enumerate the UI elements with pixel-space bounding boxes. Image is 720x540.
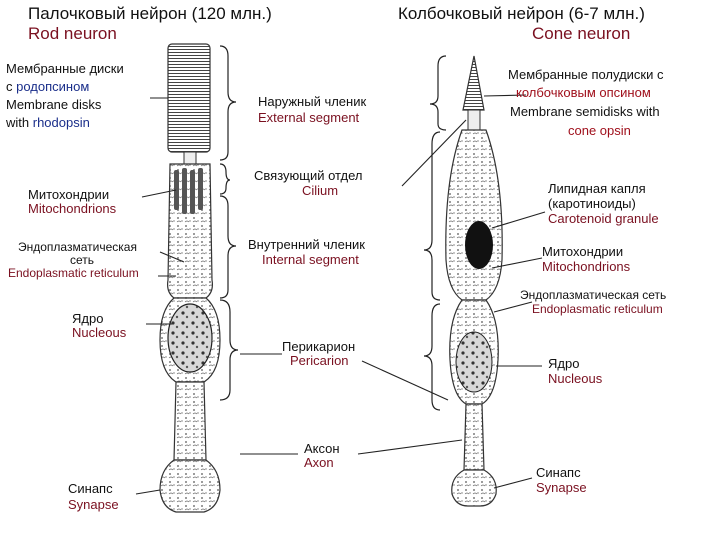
cone-er-label-en: Endoplasmatic reticulum (532, 302, 663, 316)
cone-carotenoid-granule (465, 221, 493, 269)
cone-nucleus-label-en: Nucleous (548, 371, 603, 386)
rod-mito-label-en: Mitochondrions (28, 201, 117, 216)
cone-semidisks-label-en-2: cone opsin (568, 123, 631, 138)
cone-title-ru: Колбочковый нейрон (398, 4, 564, 23)
center-brackets (219, 45, 447, 411)
rod-disks-en-rhodopsin: rhodopsin (32, 115, 90, 130)
cone-lipid-label-ru-2: (каротиноиды) (548, 196, 636, 211)
rod-nucleus-label-en: Nucleous (72, 325, 127, 340)
rod-synapse-label-ru: Синапс (68, 481, 113, 496)
cone-lipid-label-en: Carotenoid granule (548, 211, 659, 226)
cone-synapse (451, 469, 497, 507)
cone-mito-label-ru: Митохондрии (542, 244, 624, 259)
cone-er-label-ru: Эндоплазматическая сеть (520, 288, 667, 302)
cone-semidisks-label-en-1: Membrane semidisks with (510, 104, 660, 119)
rod-outer-segment (167, 43, 211, 153)
cone-count: (6-7 млн.) (568, 4, 645, 23)
rod-er-label-en: Endoplasmatic reticulum (8, 266, 139, 280)
rod-er-label-ru-2: сеть (70, 253, 95, 267)
rod-axon (173, 381, 207, 461)
rod-title-en: Rod neuron (28, 24, 117, 43)
inner-segment-label-en: Internal segment (262, 252, 359, 267)
rod-disks-en-prefix: with (6, 115, 33, 130)
rod-nucleus-label-ru: Ядро (72, 311, 104, 326)
rod-nucleus (167, 303, 213, 373)
rod-title: Палочковый нейрон (120 млн.) (28, 4, 272, 24)
axon-label-en: Axon (304, 455, 334, 470)
rod-mito-label-ru: Митохондрии (28, 187, 110, 202)
cone-axon (463, 403, 485, 471)
rod-title-ru: Палочковый нейрон (28, 4, 187, 23)
cone-semidisks-label-ru-1: Мембранные полудиски с (508, 67, 664, 82)
rod-cilium (183, 151, 197, 165)
rod-disks-label-ru-1: Мембранные диски (6, 61, 124, 76)
inner-segment-label-ru: Внутренний членик (248, 237, 365, 252)
cone-cell (445, 55, 503, 507)
rod-synapse (159, 459, 221, 513)
cone-synapse-label-en: Synapse (536, 480, 587, 495)
pericaryon-label-ru: Перикарион (282, 339, 356, 354)
cone-synapse-label-ru: Синапс (536, 465, 581, 480)
pericaryon-label-en: Pericarion (290, 353, 349, 368)
cilium-label-en: Cilium (302, 183, 339, 198)
cone-nucleus-label-ru: Ядро (548, 356, 580, 371)
rod-disks-label-en-2: with rhodopsin (6, 115, 90, 131)
outer-segment-label-en: External segment (258, 110, 360, 125)
rod-er-label-ru-1: Эндоплазматическая (18, 240, 137, 254)
outer-segment-label-ru: Наружный членик (258, 94, 367, 109)
rod-disks-label-ru-2: с родопсином (6, 79, 90, 95)
cone-outer-segment (462, 55, 485, 111)
rod-mitochondria (174, 168, 203, 214)
cone-nucleus (455, 331, 493, 393)
rod-count: (120 млн.) (191, 4, 272, 23)
cone-cilium (467, 109, 481, 131)
rod-synapse-label-en: Synapse (68, 497, 119, 512)
rod-disks-ru-rhodopsin: родопсином (16, 79, 90, 94)
rod-disks-label-en-1: Membrane disks (6, 97, 102, 112)
cilium-label-ru: Связующий отдел (254, 168, 363, 183)
cone-mito-label-en: Mitochondrions (542, 259, 631, 274)
pointer-lines (135, 94, 546, 495)
cone-semidisks-label-ru-2: колбочковым опсином (516, 85, 651, 100)
cone-title-en: Cone neuron (532, 24, 631, 43)
cone-lipid-label-ru-1: Липидная капля (548, 181, 646, 196)
axon-label-ru: Аксон (304, 441, 340, 456)
cone-inner-segment (445, 129, 503, 301)
cone-title: Колбочковый нейрон (6-7 млн.) (398, 4, 645, 24)
rod-disks-ru-prefix: с (6, 79, 17, 94)
rod-cell (159, 43, 221, 513)
